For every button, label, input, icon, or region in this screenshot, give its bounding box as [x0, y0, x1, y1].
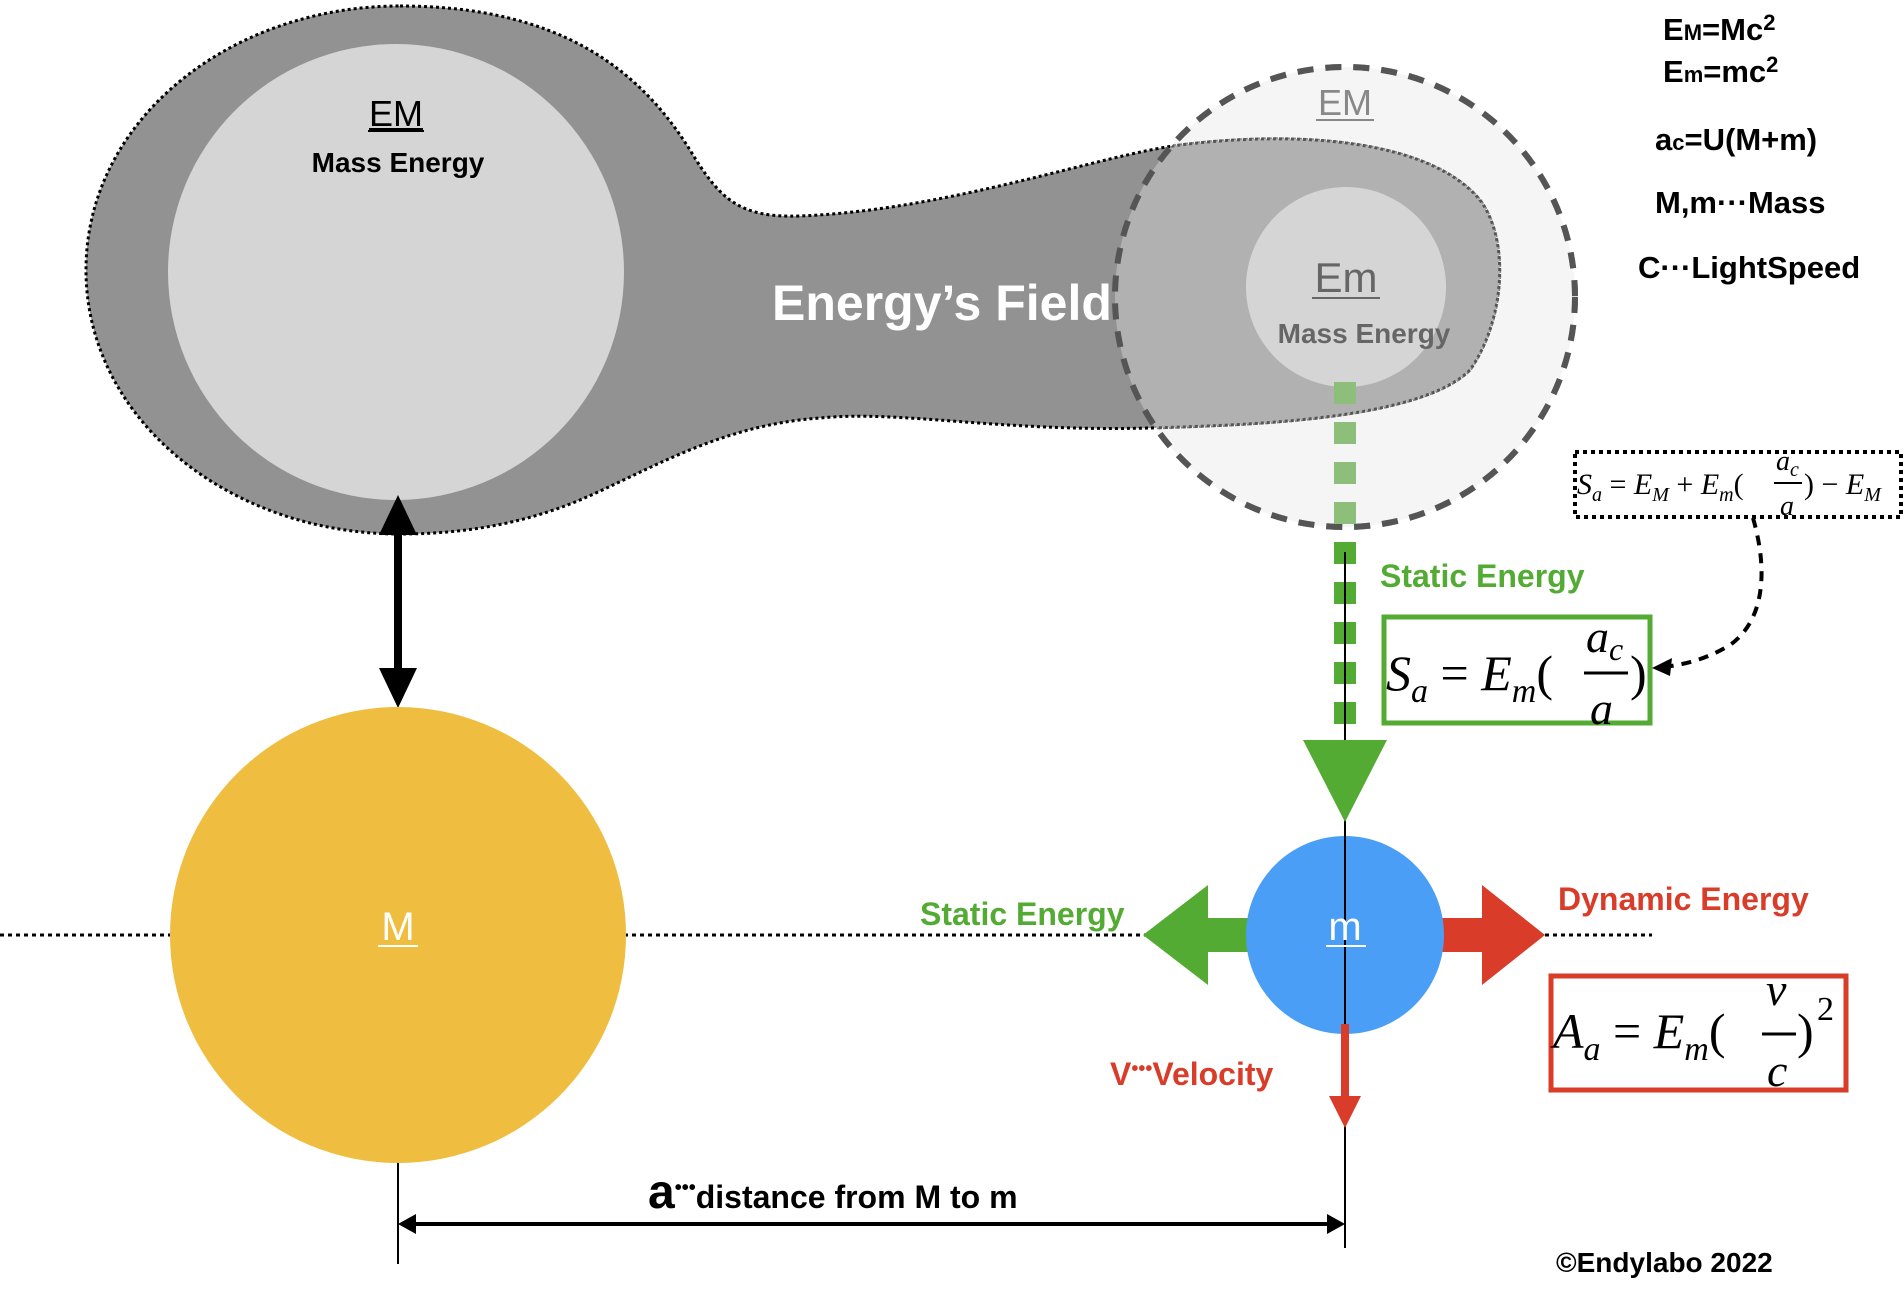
velocity-label: V•••Velocity	[1110, 1056, 1274, 1092]
svg-text:2: 2	[1817, 991, 1834, 1028]
copyright: ©Endylabo 2022	[1556, 1247, 1773, 1278]
right-mass-energy-caption: Mass Energy	[1278, 318, 1451, 349]
field-mass-link-arrowhead-down	[379, 668, 417, 708]
static-energy-down-arrowhead	[1303, 740, 1387, 822]
static-energy-label-horizontal: Static Energy	[920, 896, 1125, 932]
velocity-arrowhead	[1329, 1096, 1361, 1128]
small-mass-label: m	[1328, 905, 1361, 949]
right-mass-energy-circle	[1246, 187, 1446, 387]
static-lhs: S	[1386, 645, 1411, 701]
field-mass-link-arrowhead-up	[379, 495, 417, 535]
right-em-symbol: Em	[1315, 254, 1378, 301]
static-energy-dash	[1334, 422, 1356, 444]
svg-text:v: v	[1766, 964, 1787, 1015]
legend-item: EM=Mc2	[1663, 10, 1775, 47]
svg-text:Sa = Em(: Sa = Em(	[1386, 645, 1553, 710]
svg-text:Sa = EM + Em(: Sa = EM + Em(	[1577, 468, 1744, 506]
svg-text:a: a	[1776, 446, 1790, 477]
formula-pointer-arrow	[1664, 517, 1764, 669]
full-static-formula-box	[1573, 450, 1903, 519]
left-em-symbol: EM	[369, 93, 423, 134]
static-energy-dashes	[1334, 382, 1356, 724]
svg-text:c: c	[1609, 631, 1623, 667]
static-energy-dash	[1334, 382, 1356, 404]
svg-text:c: c	[1767, 1045, 1787, 1096]
dynamic-formula-box	[1548, 973, 1849, 1093]
big-mass-M	[170, 707, 626, 1163]
svg-text:): )	[1797, 1003, 1814, 1059]
legend-item: ac=U(M+m)	[1655, 122, 1817, 157]
svg-text:Aa = Em(: Aa = Em(	[1550, 1003, 1726, 1068]
distance-arrowhead-right	[1327, 1214, 1345, 1234]
ghost-circle-outline-left	[1112, 64, 1578, 530]
left-mass-energy-caption: Mass Energy	[312, 147, 485, 178]
formula-pointer-arrowhead	[1652, 658, 1672, 676]
svg-text:a: a	[1780, 491, 1794, 522]
svg-text:) − EM: ) − EM	[1804, 468, 1882, 506]
static-energy-left-arrow	[1143, 885, 1248, 985]
svg-text:c: c	[1790, 459, 1799, 481]
svg-text:a: a	[1590, 683, 1613, 734]
legend-item: M,m···Mass	[1655, 185, 1826, 220]
dynamic-energy-right-arrow	[1440, 885, 1545, 985]
legend-item: C···LightSpeed	[1638, 250, 1860, 285]
big-mass-label: M	[381, 905, 414, 949]
ghost-em-symbol: EM	[1318, 82, 1372, 123]
left-mass-energy-circle	[168, 44, 624, 500]
full-static-formula: Sa = EM + Em( a c a ) − EM	[1577, 446, 1882, 522]
distance-arrowhead-left	[398, 1214, 416, 1234]
static-energy-dash	[1334, 462, 1356, 484]
velocity-arrow-shaft	[1341, 1024, 1349, 1098]
distance-label: a•••distance from M to m	[648, 1166, 1018, 1219]
energy-field-label: Energy’s Field	[772, 275, 1112, 331]
svg-text:): )	[1630, 645, 1647, 701]
static-energy-label-vertical: Static Energy	[1380, 558, 1585, 594]
svg-text:a: a	[1586, 611, 1609, 662]
static-formula-box	[1381, 614, 1653, 726]
legend-item: Em=mc2	[1663, 52, 1778, 89]
legend: EM=Mc2 Em=mc2 ac=U(M+m) M,m···Mass C···L…	[1638, 10, 1860, 285]
static-energy-dash	[1334, 502, 1356, 524]
static-formula: Sa = Em( a c a )	[1386, 611, 1647, 734]
dynamic-formula: Aa = Em( v c ) 2	[1550, 964, 1834, 1096]
dynamic-energy-label: Dynamic Energy	[1558, 881, 1809, 917]
